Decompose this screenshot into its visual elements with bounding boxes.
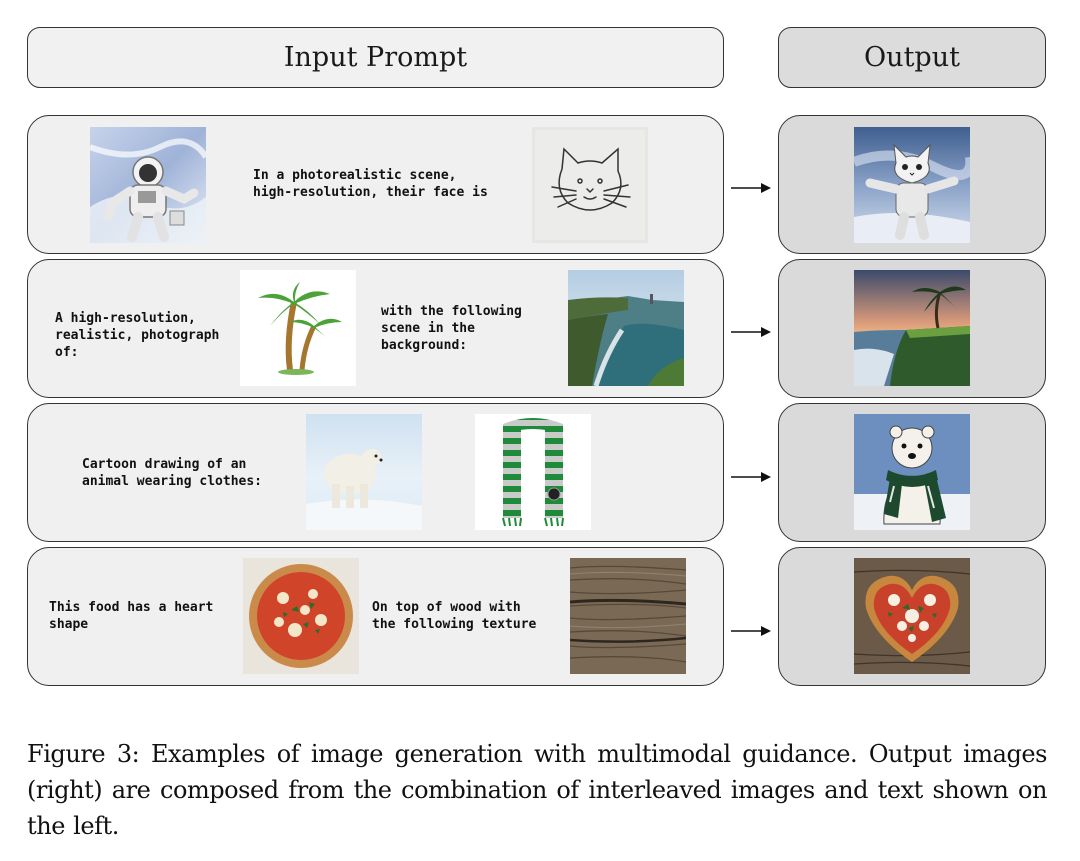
palm-tree-image: [240, 270, 356, 386]
output-image-3: [854, 414, 970, 530]
prompt-text-2b: with the following scene in the backgrou…: [381, 304, 522, 353]
output-header: Output: [778, 27, 1046, 88]
arrow-right-icon: [731, 626, 771, 636]
scarf-image: [475, 414, 591, 530]
coastal-cliff-image: [568, 270, 684, 386]
output-image-4: [854, 558, 970, 674]
prompt-text-4a: This food has a heart shape: [49, 600, 214, 632]
cat-sketch-image: [532, 127, 648, 243]
prompt-text-1a: In a photorealistic scene, high-resoluti…: [253, 168, 488, 200]
pizza-image: [243, 558, 359, 674]
prompt-text-4b: On top of wood with the following textur…: [372, 600, 537, 632]
arrow-right-icon: [731, 183, 771, 193]
input-prompt-header: Input Prompt: [27, 27, 724, 88]
figure-caption: Figure 3: Examples of image generation w…: [27, 740, 1047, 840]
prompt-text-3a: Cartoon drawing of an animal wearing clo…: [82, 457, 263, 489]
arrow-right-icon: [731, 472, 771, 482]
prompt-text-2a: A high-resolution, realistic, photograph…: [55, 311, 220, 360]
arrow-right-icon: [731, 327, 771, 337]
wood-texture-image: [570, 558, 686, 674]
astronaut-image: [90, 127, 206, 243]
polar-bear-image: [306, 414, 422, 530]
output-image-1: [854, 127, 970, 243]
output-image-2: [854, 270, 970, 386]
